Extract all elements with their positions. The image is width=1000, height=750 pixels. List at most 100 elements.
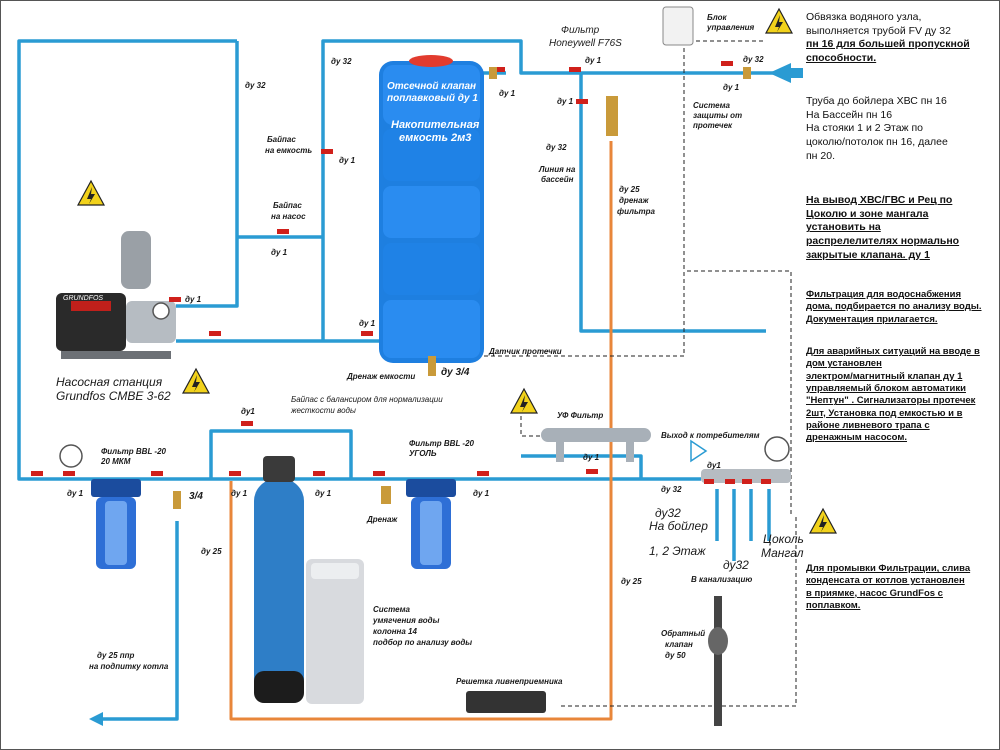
consumer-arrow-icon <box>690 439 708 463</box>
note-flushing: Для промывки Фильтрации, слива конденсат… <box>806 563 996 612</box>
uv-filter <box>541 428 651 462</box>
note-emergency: Для аварийных ситуаций на вводе в дом ус… <box>806 346 996 445</box>
note-line: пн 16 для большей пропускной <box>806 38 970 51</box>
filter-honeywell-label-1: Фильтр <box>561 25 600 36</box>
du32-sewer-label: ду32 <box>723 558 749 572</box>
note-line: закрытые клапана. ду 1 <box>806 248 930 261</box>
drainage-label: Дренаж <box>367 515 398 524</box>
float-valve-label-1: Отсечной клапан <box>387 81 477 92</box>
bypass-pump-label-1: Байпас <box>273 201 302 210</box>
softener-label-3: колонна 14 <box>373 627 417 636</box>
note-line: 2шт, Установка под емкостью и в <box>806 407 963 419</box>
softener <box>254 456 364 704</box>
tank-label-1: Накопительная <box>391 119 480 131</box>
du1-label: ду 1 <box>185 295 202 304</box>
du25-label: ду 25 <box>621 577 642 586</box>
warning-bolts <box>87 15 827 532</box>
pump-station-label-1: Насосная станция <box>56 375 163 389</box>
note-line: районе ливневого трапа с <box>806 420 930 432</box>
boiler-feed-label-2: на подпитку котла <box>89 662 169 671</box>
gauges <box>59 302 170 468</box>
note-line: Фильтрация для водоснабжения <box>806 289 962 300</box>
drain-filter-label-3: фильтра <box>617 207 655 216</box>
filter-coal-label-1: Фильтр BBL -20 <box>409 439 474 448</box>
du1-compact-label: ду1 <box>707 461 721 470</box>
bypass-balancer-label-1: Байпас с балансиром для нормализации <box>291 395 443 404</box>
leak-sensor-label: Датчик протечки <box>489 347 562 356</box>
du1-label: ду 1 <box>499 89 516 98</box>
note-line: способности. <box>806 51 877 64</box>
du1-label: ду 1 <box>359 319 376 328</box>
fittings <box>173 67 751 509</box>
du1-compact-label: ду1 <box>241 407 255 416</box>
consumer-out-label: Выход к потребителям <box>661 431 760 440</box>
du34-label: 3/4 <box>189 491 203 502</box>
note-line: Для промывки Фильтрации, слива <box>806 563 971 574</box>
note-line: конденсата от котлов установлен <box>806 575 965 587</box>
control-block-label-2: управления <box>707 23 755 32</box>
pump-station-label-2: Grundfos CMBE 3-62 <box>56 389 171 403</box>
blue-pipes <box>17 39 791 721</box>
note-line: Цоколю и зоне мангала <box>806 207 929 220</box>
note-line: Обвязка водяного узла, <box>806 11 922 23</box>
note-line: поплавком. <box>806 600 861 612</box>
drain-filter-label-1: ду 25 <box>619 185 640 194</box>
note-line: управляемый блоком автоматики <box>806 383 966 395</box>
leak-system-label-2: защиты от <box>693 111 743 120</box>
note-pressure: Труба до бойлера ХВС пн 16 На Бассейн пн… <box>806 95 996 163</box>
softener-label-4: подбор по анализу воды <box>373 638 473 647</box>
du1-label: ду 1 <box>339 156 356 165</box>
note-line: На стояки 1 и 2 Этаж по <box>806 122 924 135</box>
filter-honeywell-label-2: Honeywell F76S <box>549 38 622 49</box>
note-line: электром/магнитный клапан ду 1 <box>806 370 963 382</box>
check-valve-label-1: Обратный <box>661 629 706 638</box>
note-line: установить на <box>806 221 881 234</box>
du32-boiler-label-2: На бойлер <box>649 519 708 533</box>
pool-line-label-2: бассейн <box>541 175 574 184</box>
softener-label-1: Система <box>373 605 410 614</box>
du1-label: ду 1 <box>231 489 248 498</box>
note-line: дренажным насосом. <box>806 432 908 444</box>
note-line: На вывод ХВС/ГВС и Рец по <box>806 194 953 206</box>
grill-label: Мангал <box>761 546 804 560</box>
check-valve <box>708 596 728 726</box>
du32-label: ду 32 <box>743 55 764 64</box>
du32-label: ду 32 <box>245 81 266 90</box>
du1-label: ду 1 <box>585 56 602 65</box>
bypass-balancer-label-2: жесткости воды <box>291 406 356 415</box>
drain-grate <box>466 691 546 713</box>
du1-label: ду 1 <box>67 489 84 498</box>
filter-bbl-coal <box>406 479 456 569</box>
inlet-arrow-icon <box>769 63 791 83</box>
tank-drain-label: Дренаж емкости <box>347 372 416 381</box>
note-line: распрелелителях нормально <box>806 234 960 247</box>
note-line: На Бассейн пн 16 <box>806 108 893 121</box>
drain-filter-label-2: дренаж <box>619 196 649 205</box>
note-line: выполняется трубой FV ду 32 <box>806 24 951 37</box>
note-line: Труба до бойлера ХВС пн 16 <box>806 95 947 107</box>
pump-station <box>56 231 176 359</box>
du25-label: ду 25 <box>201 547 222 556</box>
pool-line-label-1: Линия на <box>539 165 576 174</box>
du1-label: ду 1 <box>557 97 574 106</box>
check-valve-label-2: клапан <box>665 640 693 649</box>
note-line: пн 20. <box>806 149 835 162</box>
note-piping: Обвязка водяного узла, выполняется трубо… <box>806 11 996 66</box>
storage-tank <box>379 55 484 363</box>
check-valve-label-3: ду 50 <box>665 651 686 660</box>
note-line: дом установлен <box>806 358 882 370</box>
valves <box>31 61 771 484</box>
filter-coal-label-2: УГОЛЬ <box>409 449 437 458</box>
du1-label: ду 1 <box>723 83 740 92</box>
du1-label: ду 1 <box>271 248 288 257</box>
control-block-label-1: Блок <box>707 13 727 22</box>
tank-drain-size: ду 3/4 <box>441 367 470 378</box>
tank-label-2: емкость 2м3 <box>399 132 472 144</box>
note-line: Для аварийных ситуаций на вводе в <box>806 346 980 357</box>
note-line: дома, подбирается по анализу воды. <box>806 301 982 313</box>
filter-mech-label-2: 20 МКМ <box>101 457 131 466</box>
du32-label: ду 32 <box>546 143 567 152</box>
du32-label: ду 32 <box>331 57 352 66</box>
note-outlets: На вывод ХВС/ГВС и Рец по Цоколю и зоне … <box>806 194 996 262</box>
